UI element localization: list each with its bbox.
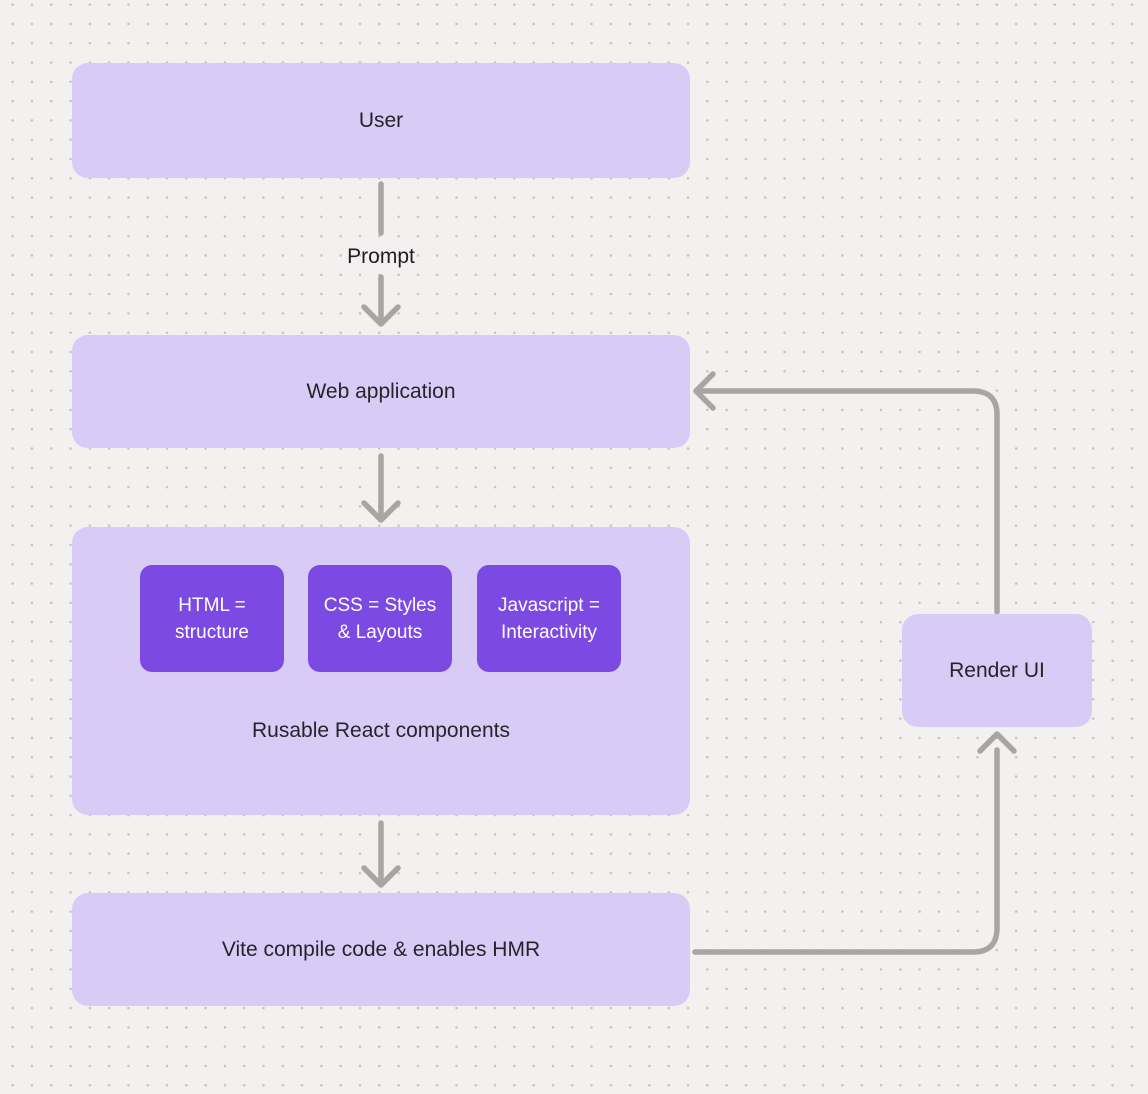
node-user: User: [72, 63, 690, 178]
chip-css-line2: & Layouts: [337, 621, 423, 643]
edge-vite-to-render-line: [692, 747, 1000, 955]
chip-css-line1: CSS = Styles: [323, 594, 437, 616]
arrowhead-left-webapp-icon: [693, 371, 716, 411]
chip-js-line1: Javascript =: [498, 594, 600, 616]
node-render-ui-label: Render UI: [949, 658, 1045, 682]
node-vite: Vite compile code & enables HMR: [72, 893, 690, 1006]
edge-label-prompt: Prompt: [347, 245, 415, 268]
chip-js-line2: Interactivity: [500, 621, 598, 643]
node-user-label: User: [358, 108, 404, 132]
arrowhead-down-vite-icon: [361, 865, 401, 888]
chip-html-line2: structure: [175, 621, 249, 643]
chip-html-structure: HTML = structure: [140, 565, 284, 672]
node-web-application: Web application: [72, 335, 690, 448]
chip-css-styles: CSS = Styles & Layouts: [308, 565, 452, 672]
node-render-ui: Render UI: [902, 614, 1092, 727]
node-components-group: HTML = structure CSS = Styles & Layouts …: [72, 527, 690, 815]
chip-javascript-interactivity: Javascript = Interactivity: [477, 565, 621, 672]
arrowhead-down-components-icon: [361, 500, 401, 523]
edge-render-to-webapp-line: [700, 388, 1000, 615]
node-vite-label: Vite compile code & enables HMR: [221, 937, 541, 961]
arrowhead-down-webapp-icon: [361, 304, 401, 327]
arrowhead-up-render-icon: [977, 731, 1017, 754]
chip-html-line1: HTML =: [178, 594, 246, 616]
components-group-label: Rusable React components: [252, 719, 510, 742]
node-web-application-label: Web application: [306, 379, 456, 403]
